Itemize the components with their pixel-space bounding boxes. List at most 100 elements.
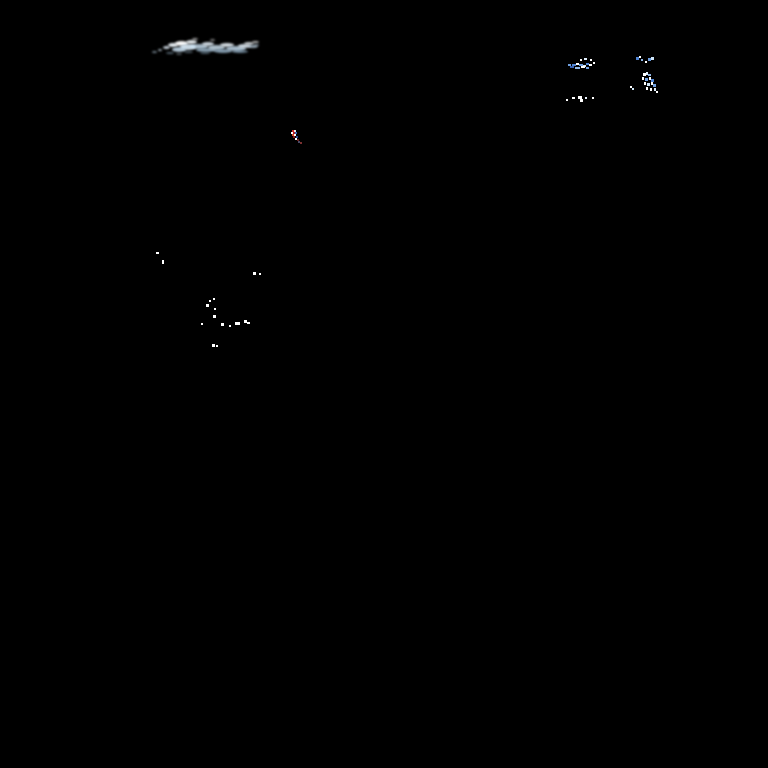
cluster-a-px-6 (589, 64, 592, 66)
speck-px-3 (259, 273, 261, 275)
speck-px-8 (213, 315, 216, 318)
marker-px-1 (294, 130, 296, 132)
cluster-b-px-12 (651, 79, 654, 82)
marker-px-3 (293, 132, 295, 134)
speck-px-1 (162, 260, 164, 264)
cluster-b-px-19 (654, 88, 656, 91)
marker-px-5 (292, 134, 294, 136)
cloud-blob-1 (158, 49, 162, 51)
cloud-blob-10 (202, 42, 214, 46)
cluster-a-px-19 (585, 97, 587, 99)
cluster-a-px-2 (576, 63, 579, 65)
marker-px-0 (292, 130, 294, 132)
marker-px-7 (293, 136, 295, 138)
speck-px-7 (214, 308, 216, 310)
speck-px-9 (201, 323, 203, 325)
cloud-blob-21 (166, 52, 174, 54)
cluster-b-px-10 (645, 78, 648, 81)
cluster-b-px-5 (645, 61, 647, 63)
cluster-a-px-11 (586, 67, 589, 69)
speck-px-5 (213, 298, 215, 300)
cluster-a-px-16 (572, 97, 575, 99)
cloud-blob-0 (152, 51, 157, 53)
cluster-b-px-16 (653, 84, 656, 87)
speck-px-16 (216, 345, 218, 347)
cluster-a-px-15 (566, 99, 568, 101)
cluster-a-px-4 (583, 65, 586, 67)
cluster-b-px-3 (648, 58, 651, 61)
cloud-blob-14 (226, 46, 246, 51)
marker-px-4 (295, 132, 297, 134)
cluster-b-px-7 (646, 72, 648, 75)
marker-px-6 (294, 134, 296, 136)
speck-px-14 (247, 322, 250, 324)
cluster-b-px-22 (632, 88, 634, 90)
cloud-blob-12 (214, 49, 232, 53)
speck-px-13 (244, 320, 247, 323)
cloud-blob-9 (196, 48, 216, 52)
cluster-a-px-20 (592, 97, 594, 99)
speck-px-6 (206, 304, 209, 307)
cluster-a-px-3 (579, 64, 583, 66)
cluster-b-px-18 (650, 88, 652, 91)
marker-px-11 (298, 141, 300, 143)
cluster-a-px-0 (568, 64, 571, 66)
cluster-b-px-2 (641, 59, 643, 61)
cloud-blob-8 (190, 44, 208, 49)
cloud-blob-4 (175, 41, 188, 46)
speck-px-10 (221, 323, 224, 326)
cloud-blob-25 (192, 38, 198, 40)
cluster-a-px-1 (572, 64, 576, 66)
speck-px-2 (253, 272, 256, 275)
cloud-blob-6 (172, 47, 186, 52)
marker-px-9 (295, 138, 297, 140)
cloud-blob-17 (244, 42, 254, 45)
marker-px-2 (291, 132, 293, 134)
cluster-b-px-17 (646, 87, 648, 90)
cluster-a-px-17 (578, 96, 582, 99)
cluster-b-px-15 (651, 82, 653, 85)
cloud-blob-26 (210, 39, 215, 41)
cloud-blob-23 (200, 52, 210, 54)
cloud-blob-24 (176, 53, 182, 55)
speck-px-0 (156, 252, 159, 254)
cluster-b-px-1 (639, 56, 641, 58)
cloud-blob-5 (180, 44, 196, 50)
cluster-a-px-13 (584, 58, 587, 60)
marker-px-10 (297, 139, 299, 141)
cloud-blob-7 (186, 40, 197, 44)
cluster-b-px-4 (651, 57, 654, 60)
marker-px-8 (296, 136, 298, 138)
cluster-a-px-10 (581, 66, 585, 68)
cluster-a-px-9 (575, 67, 580, 69)
cluster-a-px-5 (586, 63, 589, 65)
cloud-blob-20 (254, 44, 259, 46)
cluster-b-px-20 (656, 91, 658, 93)
cloud-blob-3 (168, 43, 178, 47)
cloud-blob-2 (163, 46, 170, 49)
speck-px-4 (209, 300, 211, 302)
cloud-blob-15 (232, 50, 248, 53)
cluster-a-px-14 (590, 59, 592, 61)
cluster-b-px-6 (643, 73, 646, 76)
cloud-blob-19 (252, 41, 259, 43)
cluster-a-px-7 (593, 62, 595, 64)
cloud-blob-22 (184, 51, 193, 53)
cloud-blob-11 (208, 45, 225, 50)
cluster-a-px-8 (570, 66, 574, 68)
cloud-blob-16 (238, 44, 251, 48)
speck-px-11 (229, 325, 231, 327)
speck-px-15 (212, 344, 215, 347)
cluster-b-px-11 (649, 77, 651, 80)
marker-px-12 (300, 142, 302, 144)
cluster-b-px-8 (648, 74, 651, 76)
speck-px-12 (235, 322, 240, 325)
cluster-b-px-0 (636, 57, 639, 60)
